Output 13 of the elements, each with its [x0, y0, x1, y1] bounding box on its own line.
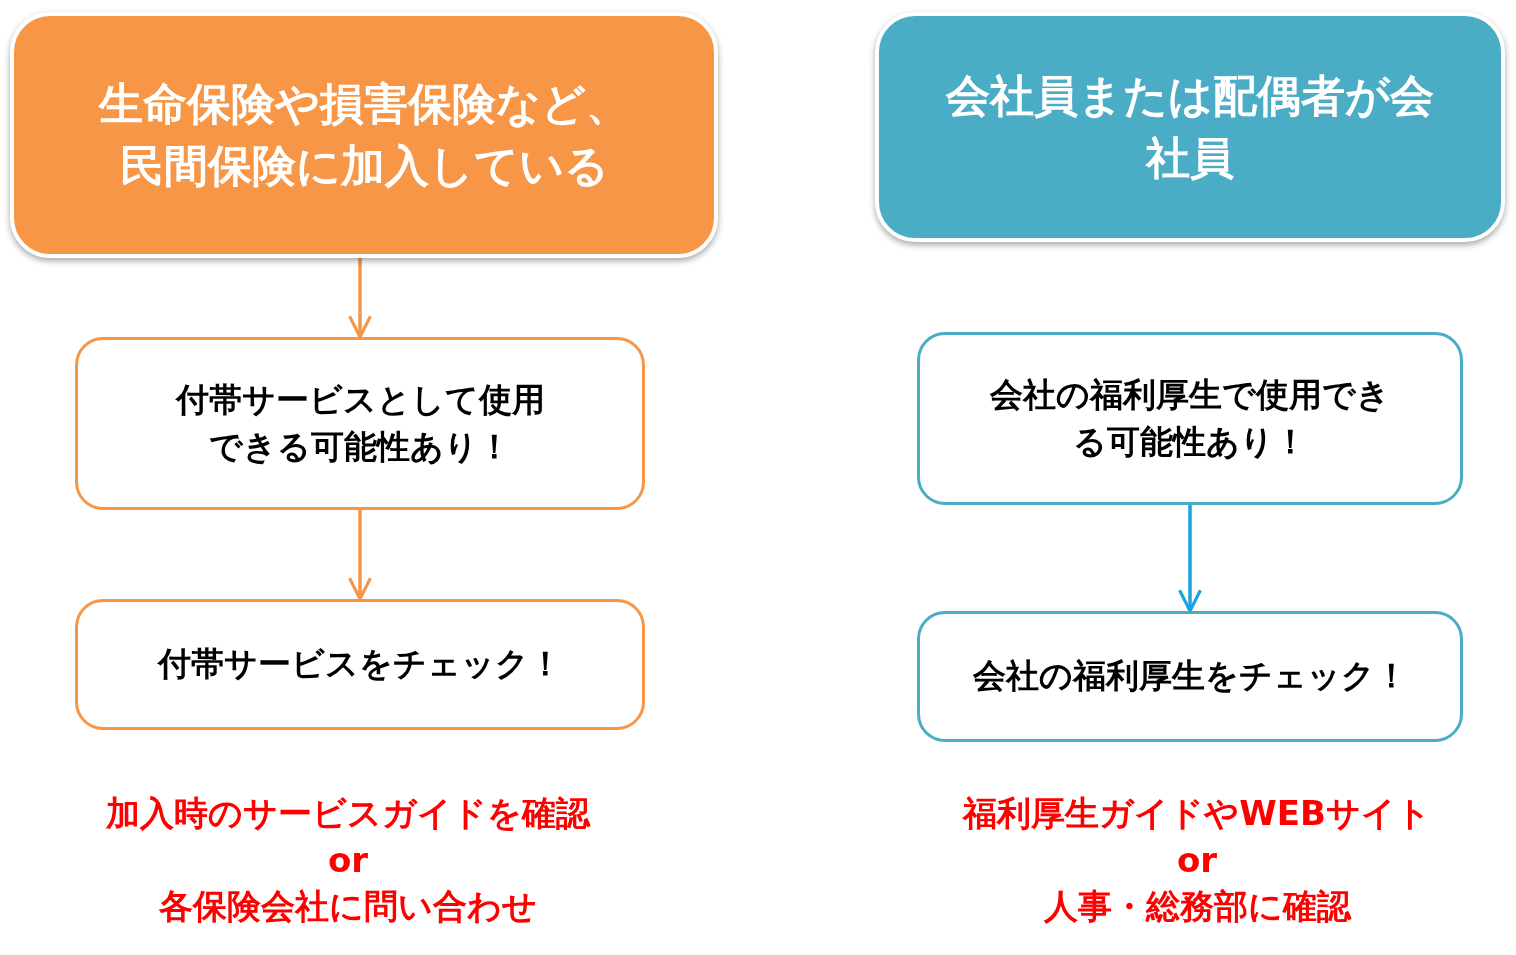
process-box: 会社の福利厚生をチェック！ [917, 611, 1463, 742]
arrow [348, 510, 372, 601]
process-box: 付帯サービスをチェック！ [75, 599, 645, 730]
note-text: 各保険会社に問い合わせ [158, 886, 538, 926]
process-box: 会社の福利厚生で使用できる可能性あり！ [917, 332, 1463, 505]
note-text: 人事・総務部に確認 [1042, 886, 1353, 926]
arrow [348, 258, 372, 339]
note-text: 福利厚生ガイドやWEBサイト [961, 793, 1432, 833]
note-text: or [1175, 840, 1219, 880]
note-text: or [326, 840, 370, 880]
note-text: 加入時のサービスガイドを確認 [104, 793, 592, 833]
arrow [1178, 505, 1202, 613]
process-box: 付帯サービスとして使用できる可能性あり！ [75, 337, 645, 510]
